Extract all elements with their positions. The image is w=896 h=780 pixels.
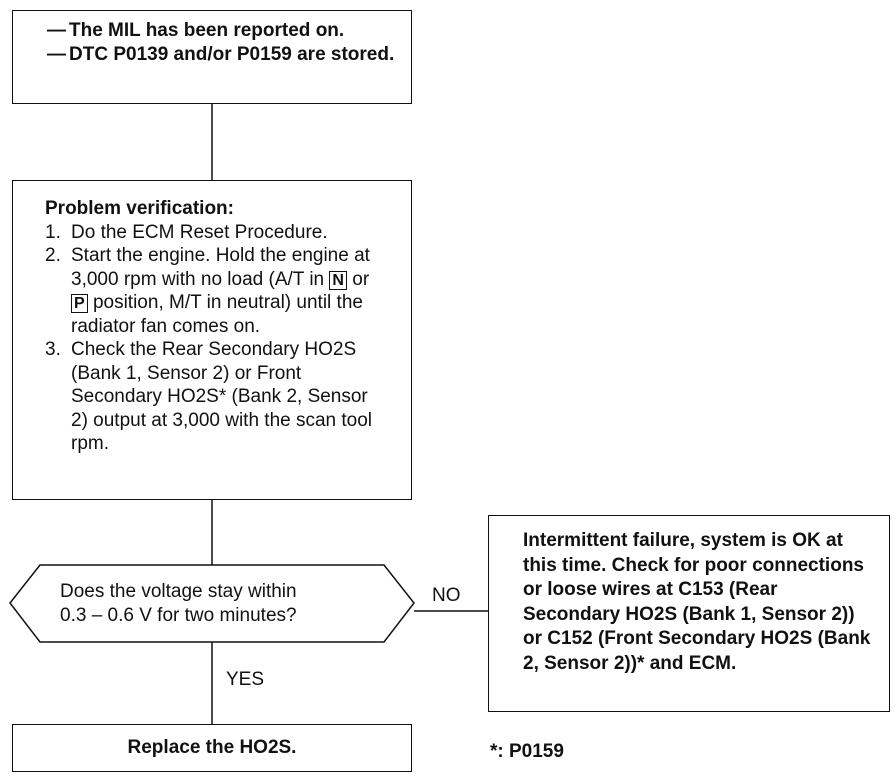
dash-bullet: — — [47, 44, 66, 65]
verification-heading: Problem verification: — [45, 198, 234, 219]
yes-label: YES — [226, 669, 265, 690]
replace-ho2s-box: Replace the HO2S. — [12, 724, 412, 772]
dash-bullet: — — [47, 20, 66, 41]
start-box: — The MIL has been reported on. — DTC P0… — [12, 10, 412, 104]
start-line-1: — The MIL has been reported on. — [47, 20, 345, 41]
start-line-2: — DTC P0139 and/or P0159 are stored. — [47, 44, 395, 65]
verification-step-3: 3. Check the Rear Secondary HO2S (Bank 1… — [45, 339, 373, 454]
decision-line-1: Does the voltage stay within — [60, 581, 297, 602]
footnote: *: P0159 — [490, 741, 564, 762]
decision-diamond — [9, 564, 415, 643]
verification-step-2: 2. Start the engine. Hold the engine at … — [45, 245, 370, 337]
decision-line-2: 0.3 – 0.6 V for two minutes? — [60, 605, 297, 626]
intermittent-failure-box: Intermittent failure, system is OK at th… — [488, 515, 890, 712]
key-n-icon: N — [329, 270, 347, 290]
no-label: NO — [432, 585, 461, 606]
verification-box: Problem verification: 1. Do the ECM Rese… — [12, 180, 412, 500]
key-p-icon: P — [71, 294, 88, 313]
verification-step-1: 1. Do the ECM Reset Procedure. — [45, 221, 328, 243]
decision-text: Does the voltage stay within 0.3 – 0.6 V… — [60, 580, 380, 628]
